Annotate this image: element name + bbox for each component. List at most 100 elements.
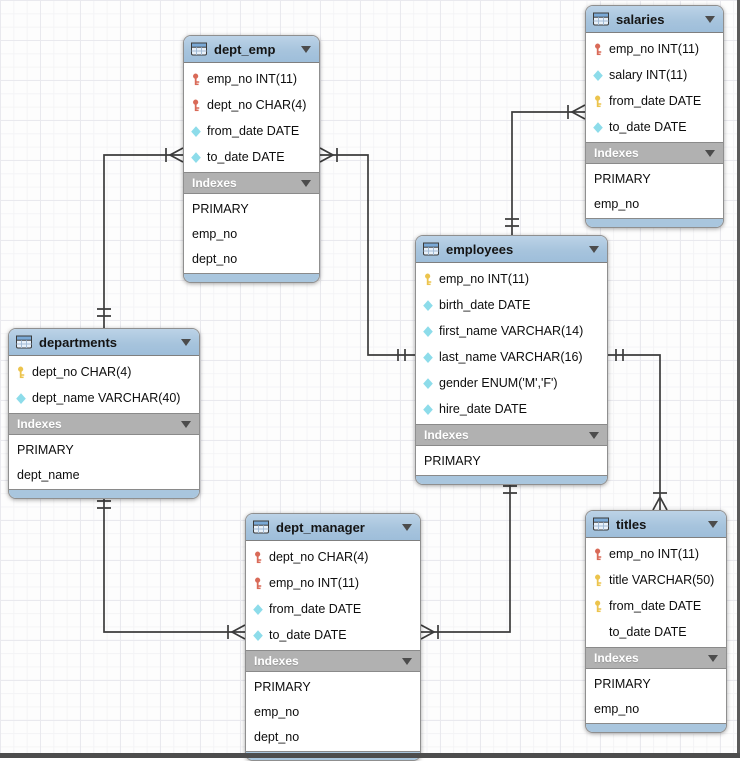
indexes-section-header[interactable]: Indexes xyxy=(184,172,319,194)
table-row[interactable]: to_date DATE xyxy=(586,619,726,645)
table-row[interactable]: dept_no CHAR(4) xyxy=(184,92,319,118)
column-icon xyxy=(422,377,434,390)
index-row[interactable]: dept_no xyxy=(192,251,238,266)
collapse-arrow-icon[interactable] xyxy=(402,523,412,531)
table-row[interactable]: emp_no INT(11) xyxy=(246,570,420,596)
table-employees[interactable]: employees emp_no INT(11) birth_date DATE… xyxy=(415,235,608,485)
field-label: title VARCHAR(50) xyxy=(609,573,715,587)
table-row[interactable]: emp_no INT(11) xyxy=(586,541,726,567)
table-row[interactable]: to_date DATE xyxy=(586,114,723,140)
table-row[interactable]: emp_no INT(11) xyxy=(586,36,723,62)
collapse-arrow-icon[interactable] xyxy=(705,15,715,23)
indexes-section-header[interactable]: Indexes xyxy=(586,647,726,669)
connector-dept_emp-employees[interactable] xyxy=(319,147,415,361)
table-header-employees[interactable]: employees xyxy=(416,236,607,263)
table-row[interactable]: emp_no INT(11) xyxy=(416,266,607,292)
table-row[interactable]: first_name VARCHAR(14) xyxy=(416,318,607,344)
table-row[interactable]: dept_no CHAR(4) xyxy=(246,544,420,570)
table-icon xyxy=(423,242,439,256)
field-label: emp_no INT(11) xyxy=(439,272,530,286)
collapse-arrow-icon[interactable] xyxy=(301,179,311,187)
field-label: hire_date DATE xyxy=(439,402,528,416)
field-label: to_date DATE xyxy=(609,625,687,639)
collapse-arrow-icon[interactable] xyxy=(181,420,191,428)
foreign-key-icon xyxy=(190,73,202,86)
table-row[interactable]: gender ENUM('M','F') xyxy=(416,370,607,396)
table-row[interactable]: hire_date DATE xyxy=(416,396,607,422)
table-row[interactable]: title VARCHAR(50) xyxy=(586,567,726,593)
table-header-salaries[interactable]: salaries xyxy=(586,6,723,33)
index-row[interactable]: dept_no xyxy=(254,729,300,744)
table-row[interactable]: last_name VARCHAR(16) xyxy=(416,344,607,370)
table-footer xyxy=(416,475,607,484)
index-row[interactable]: emp_no xyxy=(254,704,300,719)
collapse-arrow-icon[interactable] xyxy=(589,245,599,253)
index-row[interactable]: emp_no xyxy=(594,701,640,716)
collapse-arrow-icon[interactable] xyxy=(301,45,311,53)
foreign-key-icon xyxy=(592,43,604,56)
table-header-dept_manager[interactable]: dept_manager xyxy=(246,514,420,541)
indexes-section-header[interactable]: Indexes xyxy=(9,413,199,435)
indexes-label: Indexes xyxy=(424,428,469,442)
table-row[interactable]: emp_no INT(11) xyxy=(184,66,319,92)
table-row[interactable]: to_date DATE xyxy=(184,144,319,170)
index-row[interactable]: emp_no xyxy=(594,196,640,211)
field-label: from_date DATE xyxy=(269,602,362,616)
connector-salaries-employees[interactable] xyxy=(505,104,586,235)
table-dept_emp[interactable]: dept_emp emp_no INT(11) dept_no CHAR(4) … xyxy=(183,35,320,283)
table-row[interactable]: from_date DATE xyxy=(586,88,723,114)
index-row[interactable]: PRIMARY xyxy=(17,442,74,457)
indexes-section-header[interactable]: Indexes xyxy=(416,424,607,446)
collapse-arrow-icon[interactable] xyxy=(708,520,718,528)
collapse-arrow-icon[interactable] xyxy=(181,338,191,346)
index-row[interactable]: dept_name xyxy=(17,467,80,482)
window-edge xyxy=(737,0,740,758)
table-dept_manager[interactable]: dept_manager dept_no CHAR(4) emp_no INT(… xyxy=(245,513,421,761)
index-row[interactable]: PRIMARY xyxy=(254,679,311,694)
indexes-section-header[interactable]: Indexes xyxy=(586,142,723,164)
table-departments[interactable]: departments dept_no CHAR(4) dept_name VA… xyxy=(8,328,200,499)
collapse-arrow-icon[interactable] xyxy=(589,431,599,439)
table-header-titles[interactable]: titles xyxy=(586,511,726,538)
index-row[interactable]: PRIMARY xyxy=(424,453,481,468)
indexes-section-header[interactable]: Indexes xyxy=(246,650,420,672)
table-row[interactable]: birth_date DATE xyxy=(416,292,607,318)
table-header-departments[interactable]: departments xyxy=(9,329,199,356)
index-row[interactable]: PRIMARY xyxy=(192,201,249,216)
table-row[interactable]: salary INT(11) xyxy=(586,62,723,88)
field-label: emp_no INT(11) xyxy=(609,547,700,561)
indexes-label: Indexes xyxy=(17,417,62,431)
table-row[interactable]: from_date DATE xyxy=(586,593,726,619)
table-titles[interactable]: titles emp_no INT(11) title VARCHAR(50) … xyxy=(585,510,727,733)
indexes-label: Indexes xyxy=(594,651,639,665)
table-header-dept_emp[interactable]: dept_emp xyxy=(184,36,319,63)
table-title: titles xyxy=(616,516,647,532)
column-icon xyxy=(422,403,434,416)
index-row[interactable]: PRIMARY xyxy=(594,171,651,186)
connector-departments-dept_manager[interactable] xyxy=(97,490,246,640)
field-label: to_date DATE xyxy=(269,628,347,642)
index-row[interactable]: PRIMARY xyxy=(594,676,651,691)
connector-employees-titles[interactable] xyxy=(608,349,668,511)
connector-employees-dept_manager[interactable] xyxy=(420,474,517,640)
table-row[interactable]: from_date DATE xyxy=(246,596,420,622)
index-row[interactable]: emp_no xyxy=(192,226,238,241)
collapse-arrow-icon[interactable] xyxy=(705,149,715,157)
field-label: emp_no INT(11) xyxy=(207,72,298,86)
table-row[interactable]: from_date DATE xyxy=(184,118,319,144)
connector-dept_emp-departments[interactable] xyxy=(97,147,184,328)
table-salaries[interactable]: salaries emp_no INT(11) salary INT(11) f… xyxy=(585,5,724,228)
table-title: dept_manager xyxy=(276,519,365,535)
table-title: departments xyxy=(39,334,118,350)
table-row[interactable]: to_date DATE xyxy=(246,622,420,648)
table-row[interactable]: dept_name VARCHAR(40) xyxy=(9,385,199,411)
table-row[interactable]: dept_no CHAR(4) xyxy=(9,359,199,385)
indexes-label: Indexes xyxy=(192,176,237,190)
primary-key-icon xyxy=(592,574,604,587)
table-icon xyxy=(191,42,207,56)
collapse-arrow-icon[interactable] xyxy=(708,654,718,662)
collapse-arrow-icon[interactable] xyxy=(402,657,412,665)
field-label: last_name VARCHAR(16) xyxy=(439,350,583,364)
foreign-key-icon xyxy=(252,577,264,590)
